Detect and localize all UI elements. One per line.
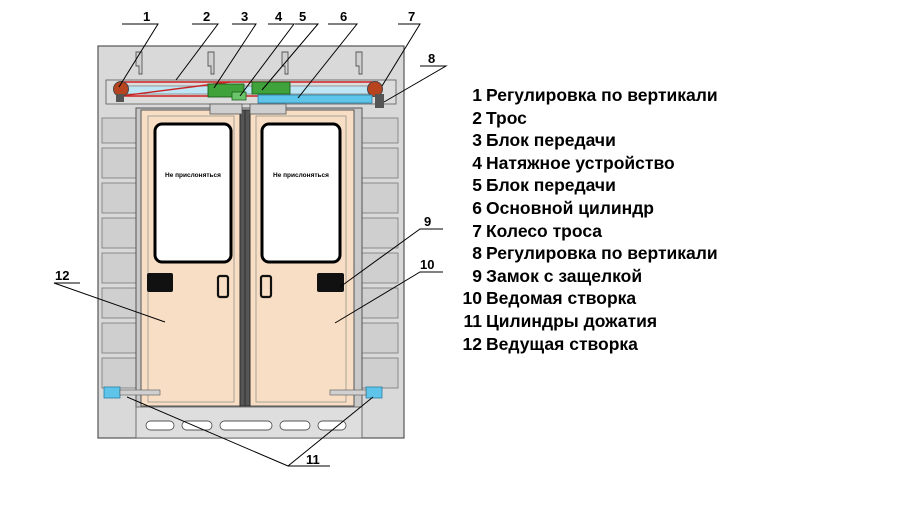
driven-leaf-handle — [259, 274, 273, 299]
vertical-adjust-right — [375, 94, 384, 108]
leader-lines — [53, 23, 448, 467]
hanger-left — [209, 103, 243, 115]
legend-item-number: 10 — [462, 288, 482, 309]
legend-item-number: 3 — [472, 130, 482, 151]
vertical-adjust-left — [116, 94, 124, 102]
leading-leaf-window — [153, 122, 233, 264]
leading-leaf-handle — [216, 274, 230, 299]
pressure-cylinder-left-rod — [119, 389, 161, 396]
transmission-block-right — [251, 81, 291, 95]
callout-6: 6 — [340, 9, 347, 24]
sign-right: Не прислоняться — [273, 172, 329, 179]
main-cylinder — [257, 94, 373, 104]
left-wall-panels — [101, 117, 137, 389]
legend-item-number: 9 — [472, 265, 482, 286]
sign-left: Не прислоняться — [165, 172, 221, 179]
callout-3: 3 — [241, 9, 248, 24]
right-wall-panels — [361, 117, 399, 389]
legend-item-label: Блок передачи — [486, 130, 616, 151]
callout-1: 1 — [143, 9, 150, 24]
legend-item-label: Основной цилиндр — [486, 197, 655, 218]
legend-item-number: 4 — [472, 152, 482, 173]
legend-item-number: 5 — [472, 175, 482, 196]
legend-item-number: 7 — [472, 220, 482, 241]
leading-leaf-inner — [147, 115, 235, 403]
hanger-right — [249, 103, 287, 115]
pressure-cylinder-left — [103, 386, 121, 399]
tensioner — [231, 91, 247, 101]
callout-9: 9 — [424, 214, 431, 229]
legend-item-label: Замок с защелкой — [486, 265, 643, 286]
callout-5: 5 — [299, 9, 306, 24]
legend-item-label: Блок передачи — [486, 175, 616, 196]
legend-item-label: Колесо троса — [486, 220, 603, 241]
callout-7: 7 — [408, 9, 415, 24]
callout-12: 12 — [55, 268, 69, 283]
legend-item-label: Цилиндры дожатия — [486, 310, 658, 331]
driven-leaf-lock — [317, 273, 344, 292]
legend-item-label: Натяжное устройство — [486, 152, 675, 173]
pressure-cylinder-right — [365, 386, 383, 399]
legend-item-number: 1 — [472, 85, 482, 105]
guide-rail — [117, 85, 381, 95]
callout-4: 4 — [275, 9, 283, 24]
door-mechanism-diagram: Не прислоняться Не прислоняться — [53, 9, 448, 467]
driven-leaf-inner — [255, 115, 347, 403]
legend-item-number: 2 — [472, 107, 482, 128]
legend-item-label: Регулировка по вертикали — [486, 243, 718, 264]
legend-item-number: 8 — [472, 243, 482, 264]
legend-item-number: 12 — [462, 333, 482, 354]
callout-10: 10 — [420, 257, 434, 272]
pressure-cylinder-right-rod — [329, 389, 367, 396]
legend-item-label: Ведущая створка — [486, 333, 638, 354]
driven-leaf-window — [260, 122, 342, 264]
legend-item-label: Регулировка по вертикали — [486, 85, 718, 105]
legend-item-label: Трос — [486, 107, 527, 128]
legend-item-number: 11 — [463, 310, 483, 331]
leading-leaf-handle-recess — [147, 273, 173, 292]
callout-8: 8 — [428, 51, 435, 66]
legend-item-number: 6 — [472, 197, 482, 218]
legend-item-label: Ведомая створка — [486, 288, 637, 309]
callout-11: 11 — [306, 452, 320, 467]
callout-2: 2 — [203, 9, 210, 24]
